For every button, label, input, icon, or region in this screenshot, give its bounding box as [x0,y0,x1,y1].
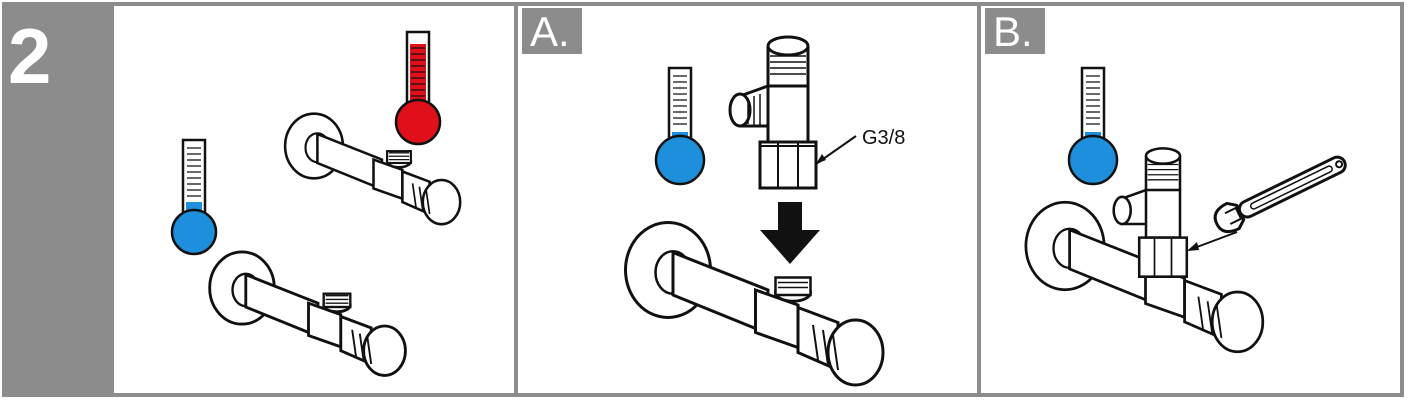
step-a-tag: A. [522,8,582,55]
step-number: 2 [8,12,52,100]
thermometer-cold-icon [170,138,218,256]
wrench-icon [1213,155,1347,234]
panel-step-b: B. [981,6,1400,393]
thermometer-hot-icon [394,30,442,146]
instruction-frame: 2 [2,2,1404,397]
angle-valve-icon [208,250,407,377]
down-arrow-icon [760,202,820,264]
tee-adapter-icon [728,35,818,190]
thermometer-cold-icon [654,66,706,186]
step-b-tag: B. [985,8,1045,55]
panel-initial [114,6,514,393]
panel-step-a: A. [518,6,977,393]
thermometer-cold-icon [1067,66,1119,186]
thread-size-label: G3/8 [862,127,905,149]
step-column: 2 [2,2,112,397]
panel-initial-illustration [170,30,462,377]
panel-step-b-illustration [1024,66,1347,354]
tee-adapter-icon [1112,147,1189,278]
panel-step-a-illustration: G3/8 [624,35,905,387]
angle-valve-icon [624,221,885,387]
